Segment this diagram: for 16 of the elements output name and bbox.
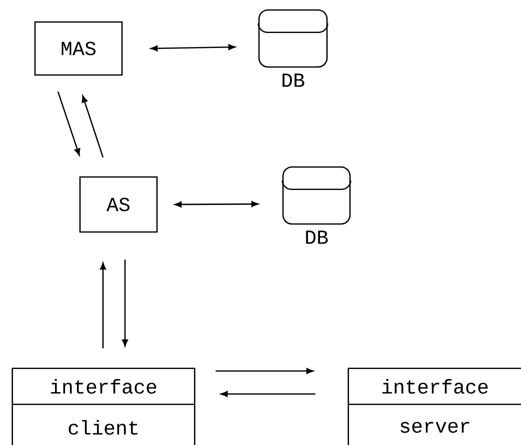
component-box: interface server <box>348 368 521 445</box>
database-cylinder: DB <box>282 166 352 244</box>
arrow <box>100 262 106 348</box>
node-label: DB <box>282 74 304 87</box>
process-box: MAS <box>34 21 123 76</box>
process-box: AS <box>79 176 158 233</box>
arrow <box>82 95 104 158</box>
arrow <box>150 44 236 52</box>
arrow <box>57 91 80 156</box>
component-box: interface client <box>12 368 196 445</box>
node-label: DB <box>306 230 328 244</box>
arrow <box>122 260 128 346</box>
arrow <box>174 201 258 208</box>
arrow <box>216 368 314 374</box>
database-cylinder: DB <box>258 9 328 87</box>
arrow <box>220 391 316 397</box>
